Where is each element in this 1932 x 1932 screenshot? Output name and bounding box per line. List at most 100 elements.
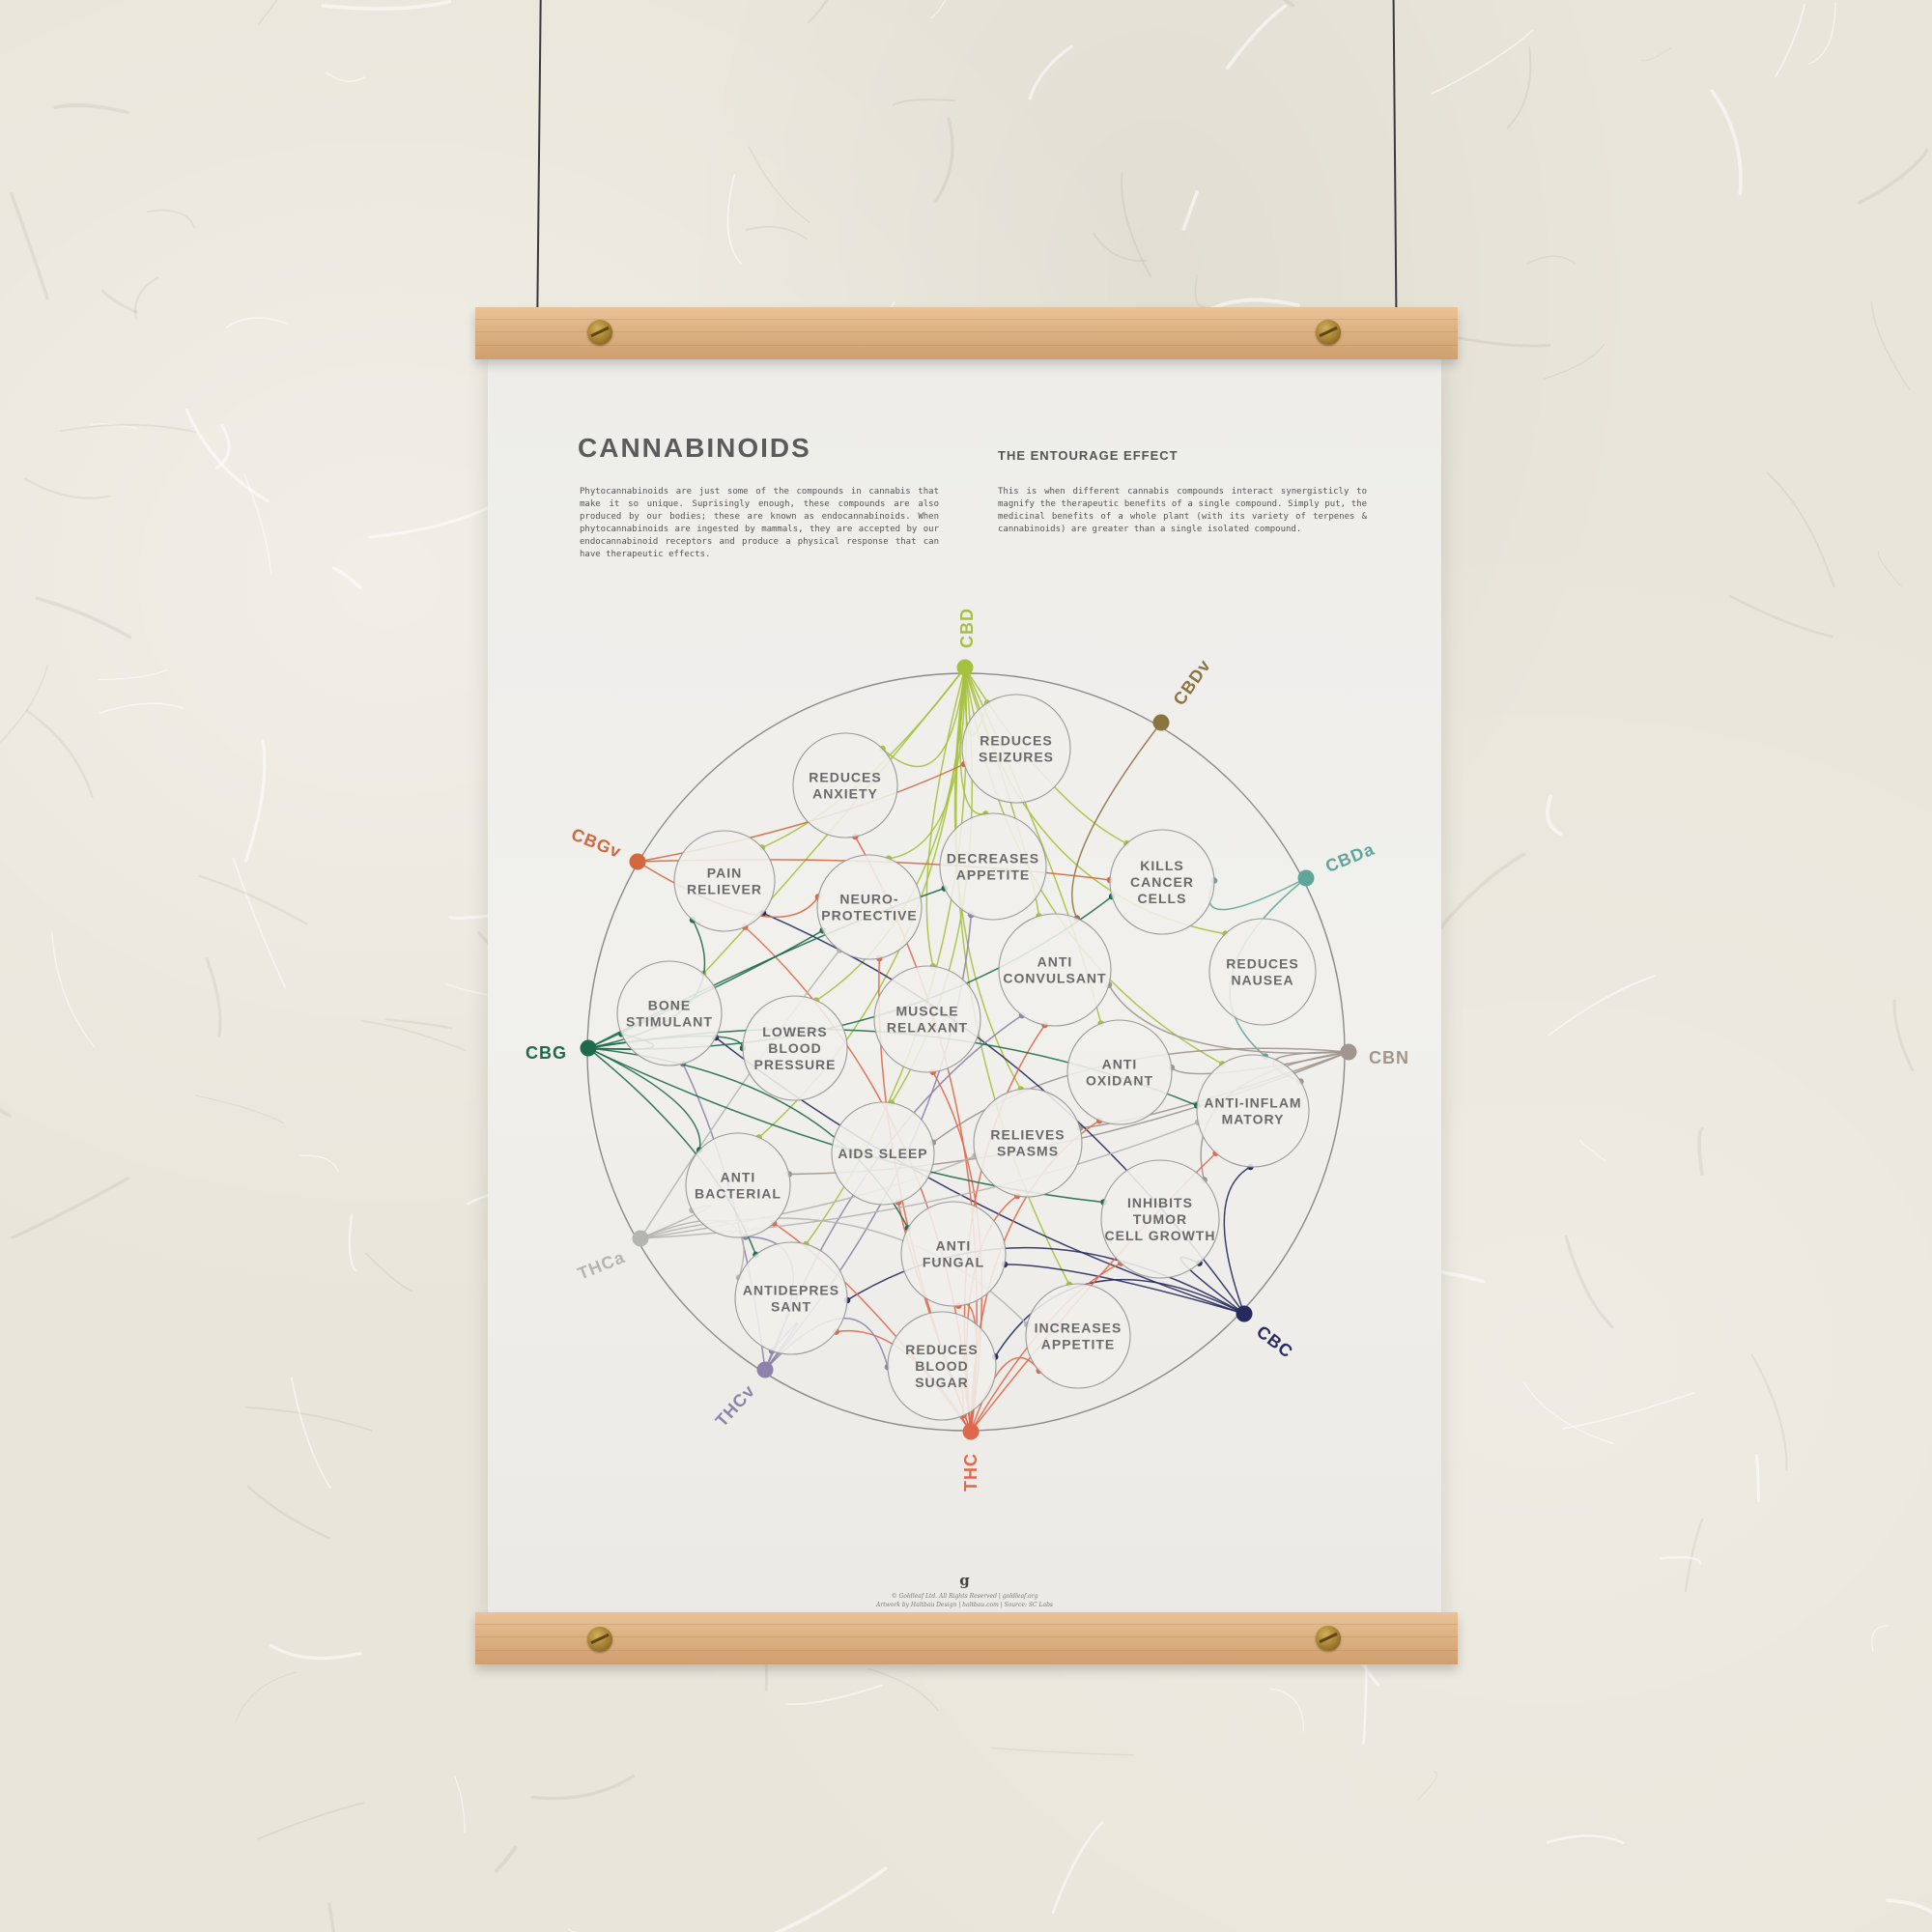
effect-label-line: MATORY — [1222, 1112, 1285, 1127]
wall-stroke — [98, 668, 168, 681]
effect-label-line: REDUCES — [809, 770, 881, 785]
wall-stroke — [726, 174, 742, 265]
link-cbda-kills-cancer-cells — [1208, 877, 1307, 911]
wall-stroke — [0, 664, 49, 744]
effect-label-line: RELIEVES — [990, 1127, 1065, 1143]
effect-label-line: ANTI — [936, 1238, 972, 1254]
wall-stroke — [1417, 1771, 1437, 1801]
wall-stroke — [1562, 1392, 1695, 1430]
wall-stroke — [1526, 255, 1577, 266]
effect-circle — [734, 1241, 848, 1355]
bottom-right-screw — [1316, 1626, 1341, 1651]
wall-stroke — [1543, 344, 1605, 380]
effect-label-line: OXIDANT — [1086, 1073, 1153, 1089]
wall-stroke — [785, 1684, 883, 1706]
effect-label-line: ANTI — [1037, 954, 1073, 970]
wall-stroke — [1546, 1834, 1625, 1845]
bottom-left-screw — [587, 1627, 612, 1652]
wall-stroke — [1579, 1139, 1606, 1162]
effect-label-line: DECREASES — [947, 851, 1039, 867]
compound-label: THCa — [575, 1247, 628, 1284]
wall-stroke — [1269, 1688, 1304, 1732]
wall-stroke — [185, 408, 270, 503]
effect-circle — [816, 854, 923, 960]
effect-label-line: SPASMS — [997, 1144, 1059, 1159]
effect-label-line: SEIZURES — [979, 750, 1054, 765]
wall-stroke — [1886, 1898, 1932, 1915]
effect-label-line: APPETITE — [956, 867, 1030, 883]
poster-title: CANNABINOIDS — [578, 433, 811, 463]
wall-stroke — [214, 424, 231, 470]
effect-label-line: INCREASES — [1035, 1321, 1122, 1336]
effect-label-line: MUSCLE — [895, 1004, 958, 1019]
link-cbc-anti-inflammatory — [1223, 1166, 1251, 1315]
wall-stroke — [1750, 1354, 1788, 1472]
wall-stroke — [205, 957, 222, 1037]
compound-node — [632, 1230, 649, 1247]
wall-stroke — [1710, 89, 1743, 196]
effect-circle — [616, 960, 723, 1066]
wall-stroke — [235, 1671, 297, 1724]
link-cbd-neuro-protective — [888, 667, 966, 860]
effect-label-line: ANTIDEPRES — [743, 1283, 839, 1298]
wall-stroke — [257, 0, 278, 26]
compound-cbgv: CBGv — [569, 824, 646, 870]
wall-stroke — [100, 289, 138, 314]
wall-stroke — [1564, 1235, 1614, 1329]
wall-stroke — [1870, 300, 1911, 390]
effect-circle — [973, 1088, 1083, 1198]
effect-circle — [685, 1132, 791, 1238]
wall-stroke — [1194, 274, 1206, 308]
compound-label: THCv — [712, 1381, 759, 1431]
wall-stroke — [1548, 975, 1656, 1037]
effect-label-line: BLOOD — [768, 1040, 822, 1056]
link-thca-neuro-protective — [639, 949, 840, 1239]
wall-stroke — [59, 423, 197, 434]
effect-circle — [1208, 918, 1317, 1026]
wall-stroke — [448, 914, 492, 920]
goldleaf-logo: g — [959, 1572, 970, 1589]
wall-stroke — [748, 146, 810, 223]
wall-stroke — [90, 423, 138, 430]
compound-label: CBDa — [1322, 839, 1378, 876]
wall-stroke — [1181, 190, 1199, 231]
wall-stroke — [568, 1928, 579, 1932]
wall-stroke — [1808, 2, 1836, 65]
effect-label-line: RELIEVER — [687, 882, 762, 897]
effect-label-line: CANCER — [1130, 874, 1194, 890]
effect-circle — [831, 1101, 935, 1206]
compound-cbdv: CBDv — [1152, 656, 1214, 731]
effect-label-line: FUNGAL — [923, 1255, 984, 1270]
credit-line-2: Artwork by Haltbau Design | haltbau.com … — [876, 1602, 1053, 1608]
top-right-screw — [1316, 320, 1341, 345]
effect-label-line: BLOOD — [915, 1358, 969, 1374]
wall-stroke — [934, 117, 954, 203]
effect-label-line: PROTECTIVE — [821, 908, 917, 923]
effect-circle — [792, 732, 898, 838]
wall-stroke — [348, 1213, 356, 1272]
effect-neuro-protective: NEURO-PROTECTIVE — [816, 854, 923, 960]
effect-circle — [998, 913, 1112, 1027]
wall-stroke — [1858, 148, 1929, 205]
link-cbc-antidepressant — [846, 1246, 1245, 1315]
link-cbc-reduces-blood-sugar — [994, 1278, 1245, 1357]
wall-stroke — [331, 566, 362, 589]
wall-stroke — [23, 477, 111, 499]
wall-stroke — [494, 1845, 518, 1873]
wall-stroke — [1028, 44, 1073, 100]
effect-circle — [873, 965, 981, 1073]
wall-stroke — [243, 739, 267, 863]
wall-stroke — [325, 71, 365, 82]
effect-circle — [961, 694, 1071, 804]
effect-layer: REDUCESSEIZURESREDUCESANXIETYPAINRELIEVE… — [616, 694, 1317, 1421]
compound-cbn: CBN — [1340, 1043, 1408, 1067]
